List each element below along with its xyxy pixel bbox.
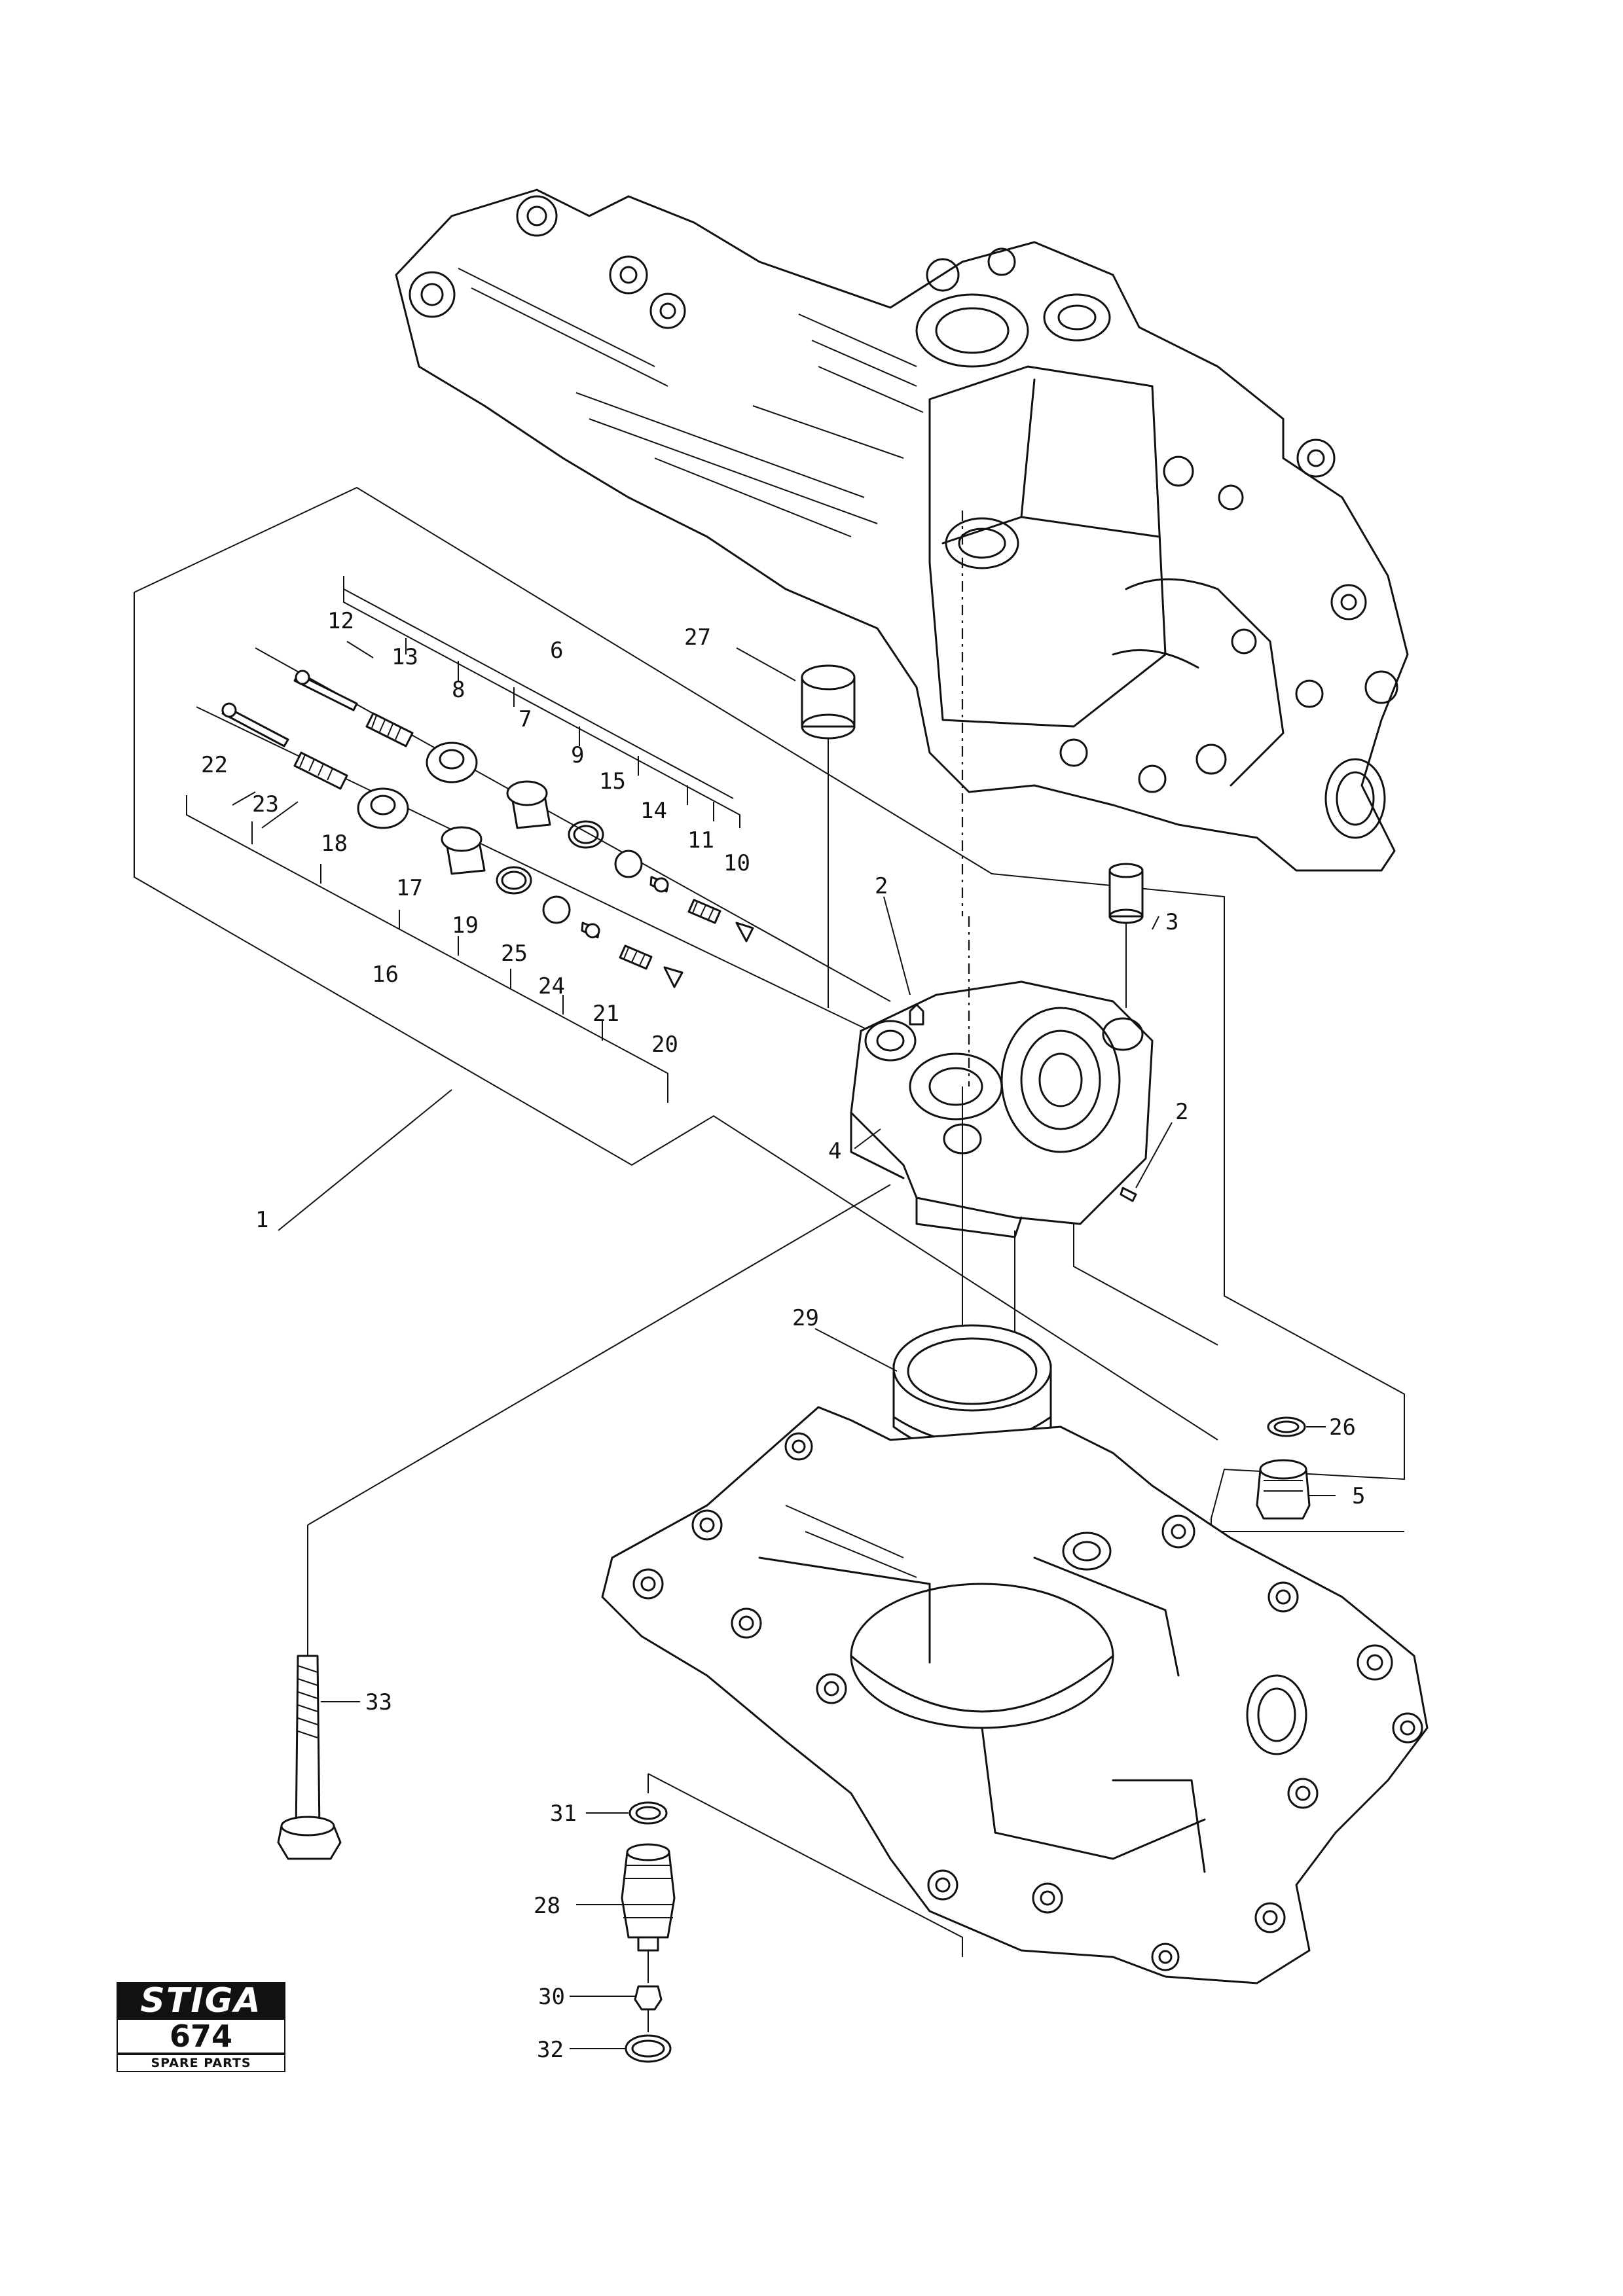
callout-4: 4 bbox=[828, 1138, 841, 1164]
callout-31: 31 bbox=[550, 1801, 577, 1827]
callout-33: 33 bbox=[365, 1689, 392, 1715]
upper-transaxle-housing bbox=[395, 188, 1409, 872]
callout-14: 14 bbox=[640, 798, 667, 824]
assembly-boundary-outline bbox=[134, 486, 1405, 1532]
callout-2-lower: 2 bbox=[1175, 1099, 1188, 1125]
callout-10: 10 bbox=[723, 850, 750, 876]
stiga-logo: STIGA 674 SPARE PARTS bbox=[117, 1982, 285, 2072]
callout-5: 5 bbox=[1352, 1483, 1365, 1509]
callout-9: 9 bbox=[571, 742, 584, 768]
callout-labels: 1 2 2 3 4 5 6 7 8 9 10 11 12 13 14 15 16… bbox=[201, 608, 1365, 2063]
valve-kit-bracket bbox=[186, 576, 891, 1103]
callout-18: 18 bbox=[321, 831, 348, 857]
callout-1: 1 bbox=[255, 1207, 268, 1233]
part-27-sleeve bbox=[801, 664, 856, 1008]
callout-11: 11 bbox=[687, 827, 714, 853]
leader-lines bbox=[232, 641, 1336, 2049]
center-section-block bbox=[850, 980, 1154, 1238]
logo-brand: STIGA bbox=[117, 1982, 285, 2020]
bypass-valve-stack bbox=[621, 1773, 963, 2063]
callout-13: 13 bbox=[392, 644, 418, 670]
callout-26: 26 bbox=[1329, 1414, 1356, 1441]
callout-23: 23 bbox=[252, 791, 279, 817]
logo-caption: SPARE PARTS bbox=[117, 2054, 285, 2072]
logo-model: 674 bbox=[117, 2020, 285, 2054]
callout-16: 16 bbox=[372, 961, 399, 988]
callout-22: 22 bbox=[201, 752, 228, 778]
part-33-bolt bbox=[277, 1184, 891, 1860]
callout-17: 17 bbox=[396, 875, 423, 901]
callout-3: 3 bbox=[1165, 909, 1178, 935]
callout-7: 7 bbox=[519, 706, 532, 732]
lower-spool-parts bbox=[221, 702, 684, 988]
callout-8: 8 bbox=[452, 677, 465, 703]
part-30-nut bbox=[634, 1985, 663, 2011]
upper-spool-parts bbox=[293, 670, 754, 942]
callout-19: 19 bbox=[452, 912, 479, 939]
callout-30: 30 bbox=[538, 1984, 565, 2010]
callout-20: 20 bbox=[651, 1031, 678, 1058]
part-5-drain-plug bbox=[1256, 1459, 1311, 1520]
callout-29: 29 bbox=[792, 1305, 819, 1331]
callout-21: 21 bbox=[593, 1001, 619, 1027]
part-31-oring bbox=[629, 1801, 668, 1825]
callout-27: 27 bbox=[684, 624, 711, 651]
part-3-pin bbox=[1108, 863, 1144, 1008]
callout-24: 24 bbox=[538, 973, 565, 999]
callout-15: 15 bbox=[599, 768, 626, 795]
lower-transaxle-housing bbox=[601, 1406, 1429, 1984]
callout-32: 32 bbox=[537, 2037, 564, 2063]
callout-28: 28 bbox=[534, 1893, 560, 1919]
callout-12: 12 bbox=[327, 608, 354, 634]
part-26-oring bbox=[1267, 1416, 1306, 1437]
callout-25: 25 bbox=[501, 941, 528, 967]
callout-2-upper: 2 bbox=[875, 873, 888, 899]
callout-6: 6 bbox=[550, 637, 563, 664]
